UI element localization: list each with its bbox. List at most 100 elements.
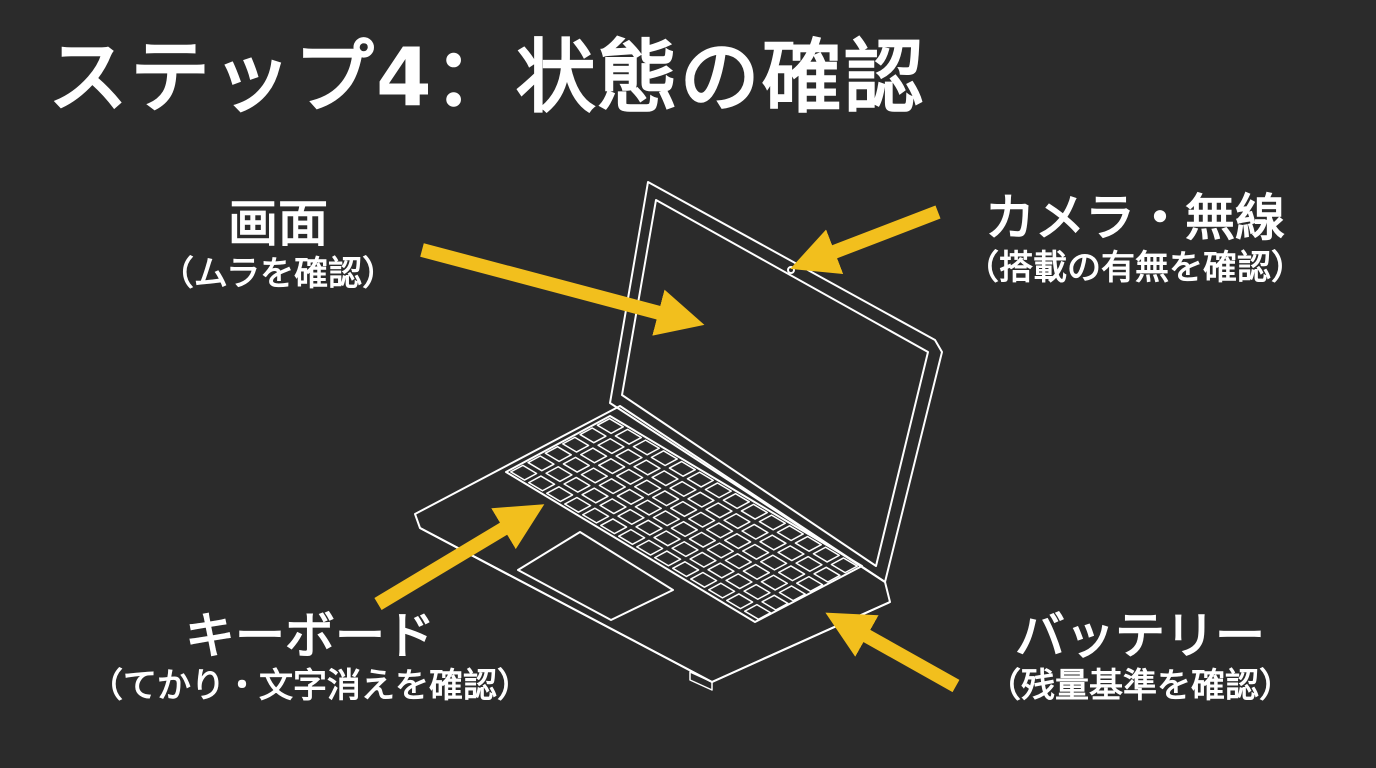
keyboard-key [707,562,735,579]
keyboard-key [830,557,858,574]
keyboard-key [652,510,680,527]
keyboard-label-sub: （てかり・文字消えを確認） [89,665,531,706]
keyboard-key [688,531,716,548]
keyboard-key [598,478,626,495]
keyboard-key [650,450,678,467]
keyboard-key [651,470,679,487]
camera-arrow-icon [790,205,941,274]
keyboard-key [635,519,663,536]
keyboard-key [614,428,642,445]
keyboard-key [812,546,840,563]
keyboard-key [618,528,646,546]
keyboard-key [778,565,806,582]
keyboard-key [686,471,714,488]
keyboard-key [581,487,609,504]
keyboard-key [615,448,643,465]
keyboard-key [778,585,806,602]
keyboard-key [652,490,680,507]
keyboard-key [760,574,788,591]
keyboard-key [596,417,624,435]
keyboard-key [546,486,574,503]
keyboard-key [761,594,789,611]
keyboard-key [741,523,769,540]
keyboard-key [776,525,804,542]
callout-arrows [374,205,960,693]
camera-label-sub: （搭載の有無を確認） [965,247,1305,288]
keyboard-key [705,502,733,519]
keyboard-key [580,447,608,464]
keyboard-key [744,603,772,621]
keyboard-key [722,492,750,510]
keyboard-key [672,561,700,578]
keyboard-key [633,459,661,476]
keyboard-key [670,500,698,518]
screen-arrow-icon [420,243,705,336]
keyboard-key [708,582,736,599]
battery-arrow-icon [825,612,960,693]
battery-label-sub: （残量基準を確認） [987,665,1293,706]
keyboard-key [544,445,572,463]
keyboard-key [579,427,607,444]
keyboard-key [758,514,786,531]
keyboard-key [796,575,824,593]
keyboard-key [740,503,768,520]
keyboard-key [599,498,627,515]
keyboard-key [743,583,771,601]
laptop-outline-icon [414,181,943,691]
screen-label-sub: （ムラを確認） [159,253,397,294]
keyboard-key [562,456,590,473]
keyboard-key [690,571,718,588]
keyboard-label-main: キーボード [185,607,435,665]
keyboard-key [725,573,753,590]
keyboard-key [813,566,841,583]
keyboard-key [632,439,660,456]
keyboard-key [742,543,770,560]
keyboard-key [724,553,752,570]
battery-label-main: バッテリー [1015,607,1265,665]
keyboard-key [671,540,699,558]
keyboard-key [688,511,716,528]
keyboard-key [597,437,625,455]
keyboard-key [669,480,697,498]
keyboard-key [795,555,823,573]
keyboard-key [636,539,664,556]
keyboard-key [617,508,645,526]
keyboard-key [582,507,610,524]
keyboard-key [654,550,682,567]
keyboard-key [706,522,734,539]
keyboard-key [704,482,732,499]
keyboard-key [777,545,805,562]
keyboard-key [687,491,715,508]
keyboard-key [616,468,644,485]
keyboard-key [794,535,822,552]
keyboard-label: キーボード （てかり・文字消えを確認） [50,607,570,706]
keyboard-key [600,518,628,535]
keyboard-key [723,512,751,530]
keyboard-key [545,465,573,483]
keyboard-key [527,455,555,472]
keyboard-key [616,488,644,505]
screen-label: 画面 （ムラを確認） [148,195,408,294]
page-title: ステップ4：状態の確認 [48,31,926,124]
keyboard-arrow-icon [374,504,545,611]
keyboard-key [670,520,698,538]
keyboard-key [634,479,662,496]
keyboard-key [689,551,717,568]
keyboard-key [528,475,556,492]
keyboard-key [562,436,590,453]
keyboard-key [510,464,538,481]
keyboard-key [653,530,681,547]
keyboard-key [634,499,662,516]
touchpad [517,531,674,621]
camera-label-main: カメラ・無線 [985,189,1285,247]
battery-label: バッテリー （残量基準を確認） [960,607,1320,706]
keyboard-area [505,415,863,623]
keyboard-key [598,458,626,475]
keyboard-key [580,467,608,484]
webcam-icon [787,266,795,274]
keyboard-key [668,460,696,477]
screen-label-main: 画面 [228,195,328,253]
keyboard-key [564,496,592,513]
